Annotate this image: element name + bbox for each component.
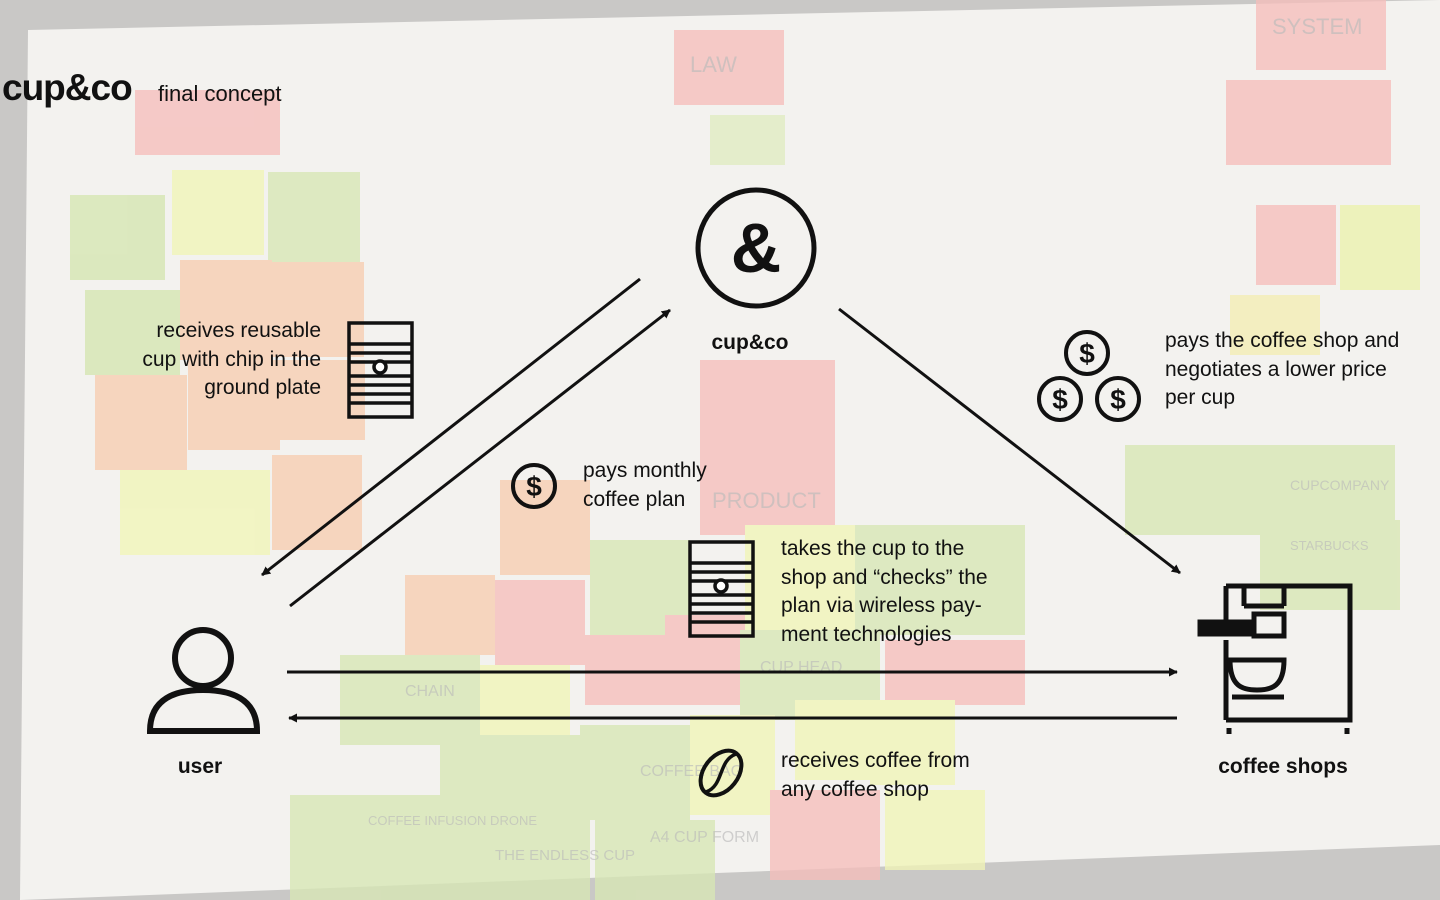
label-line: per cup	[1165, 386, 1236, 409]
label-line: any coffee shop	[781, 777, 929, 801]
brand-logo: cup&co	[2, 67, 133, 108]
label-line: ground plate	[204, 376, 321, 399]
person-icon	[146, 627, 261, 734]
sticky-note	[1340, 205, 1420, 290]
sticky-note	[272, 455, 362, 550]
sticky-note	[745, 525, 855, 635]
sticky-note	[495, 580, 585, 665]
sticky-note	[440, 820, 590, 900]
dollar-coin-icon: $	[1064, 330, 1110, 376]
ampersand-icon: &	[695, 187, 817, 309]
note-text: THE ENDLESS CUP	[495, 847, 635, 864]
label-line: negotiates a lower price	[1165, 357, 1387, 381]
label-user-to-company: pays monthly coffee plan	[583, 457, 783, 514]
sticky-note	[172, 170, 264, 255]
sticky-note	[674, 30, 784, 105]
sticky-note	[280, 360, 365, 440]
label-user-to-shops: takes the cup to the shop and “checks” t…	[781, 535, 1041, 649]
sticky-note	[290, 795, 440, 900]
arrow-company-to-user	[261, 277, 641, 577]
sticky-note	[268, 172, 360, 262]
sticky-note	[340, 655, 480, 745]
sticky-note	[1230, 295, 1320, 355]
label-company-to-user: receives reusable cup with chip in the g…	[60, 317, 321, 403]
sticky-note	[440, 735, 580, 825]
label-line: cup with chip in the	[142, 347, 321, 371]
sticky-note	[188, 360, 280, 450]
sticky-note	[1256, 205, 1336, 285]
label-line: pays monthly	[583, 459, 707, 482]
label-line: receives coffee from	[781, 749, 970, 772]
note-text: PRODUCT	[712, 488, 821, 513]
sticky-note	[710, 115, 785, 165]
label-line: shop and “checks” the	[781, 565, 988, 589]
dollar-coin-icon: $	[1095, 376, 1141, 422]
label-shops-to-user: receives coffee from any coffee shop	[781, 747, 1021, 804]
note-text: A4 CUP FORM	[650, 829, 759, 846]
espresso-machine-icon	[1197, 583, 1353, 734]
label-line: takes the cup to the	[781, 537, 965, 560]
note-text: CUPCOMPANY	[1290, 477, 1390, 493]
sticky-note	[120, 470, 270, 555]
svg-text:$: $	[1052, 384, 1068, 415]
sticky-note	[855, 525, 1025, 635]
note-text: COFFEE BAG	[640, 763, 743, 780]
svg-text:$: $	[1110, 384, 1126, 415]
sticky-note	[1256, 0, 1386, 70]
label-line: ment technologies	[781, 622, 952, 646]
sticky-note	[70, 195, 165, 280]
company-node-label: cup&co	[711, 331, 789, 354]
note-text: CHAIN	[405, 683, 455, 700]
user-node-label: user	[177, 755, 223, 778]
sticky-note	[585, 635, 665, 705]
label-line: pays the coffee shop and	[1165, 329, 1400, 352]
sticky-note	[700, 360, 835, 465]
sticky-note	[580, 725, 690, 820]
note-text: SYSTEM	[1272, 14, 1362, 39]
sticky-note	[870, 700, 955, 785]
svg-text:$: $	[526, 471, 542, 502]
arrow-user-to-company	[289, 308, 671, 608]
sticky-note	[405, 575, 495, 655]
sticky-note	[95, 375, 187, 470]
label-line: plan via wireless pay-	[781, 594, 982, 617]
sticky-note	[595, 820, 715, 900]
dollar-coin-icon: $	[511, 463, 557, 509]
note-text: COFFEE INFUSION DRONE	[368, 813, 537, 828]
shops-node-label: coffee shops	[1218, 755, 1348, 778]
label-line: coffee plan	[583, 487, 686, 511]
sticky-note	[135, 90, 280, 155]
label-company-to-shops: pays the coffee shop and negotiates a lo…	[1165, 327, 1435, 413]
sticky-note	[885, 790, 985, 870]
reusable-cup-icon	[688, 540, 755, 638]
note-text: LAW	[690, 52, 737, 77]
page-subtitle: final concept	[158, 81, 282, 106]
arrow-company-to-shops	[838, 307, 1181, 575]
sticky-note	[1226, 80, 1391, 165]
sticky-note	[180, 260, 272, 360]
sticky-note	[770, 790, 880, 880]
reusable-cup-icon	[347, 321, 414, 419]
svg-text:$: $	[1079, 338, 1095, 369]
sticky-note	[665, 615, 745, 705]
svg-text:&: &	[731, 209, 782, 287]
note-text: STARBUCKS	[1290, 538, 1369, 553]
sticky-note	[85, 290, 180, 375]
dollar-coin-icon: $	[1037, 376, 1083, 422]
sticky-note	[700, 465, 835, 535]
label-line: receives reusable	[156, 319, 321, 342]
coffee-bean-icon	[698, 748, 744, 798]
